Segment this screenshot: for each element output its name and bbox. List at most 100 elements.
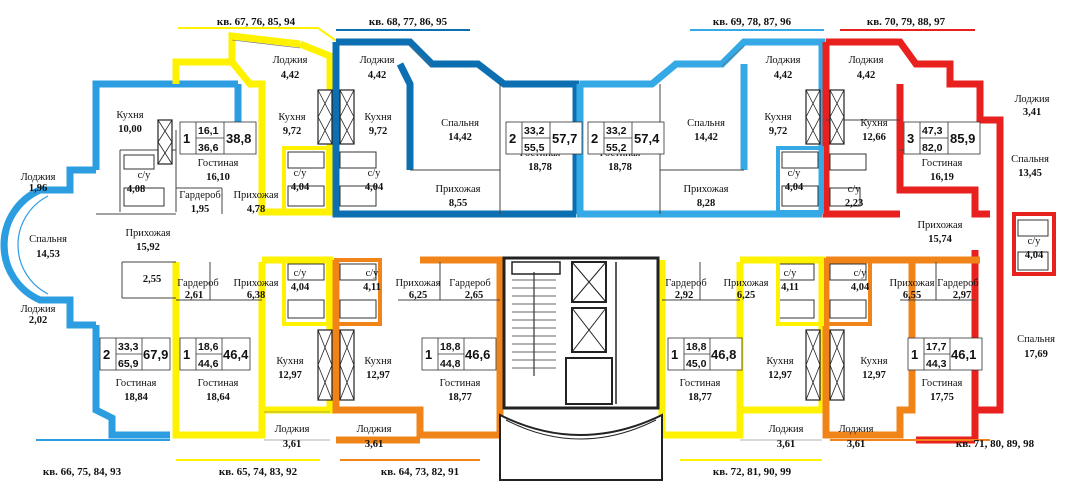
room-name: Лоджия <box>21 172 56 183</box>
apartment-label-67: кв. 67, 76, 85, 94 <box>217 16 296 28</box>
room-name: с/у <box>138 170 152 181</box>
blue-bay-window <box>5 189 41 301</box>
room-area: 3,61 <box>847 439 865 450</box>
room-area: 2,97 <box>953 290 971 301</box>
room-area: 18,84 <box>124 392 148 403</box>
room-area: 15,74 <box>928 234 952 245</box>
apartment-label-68: кв. 68, 77, 86, 95 <box>369 16 448 28</box>
room-area: 4,04 <box>291 182 310 193</box>
stairwell <box>499 256 663 481</box>
room-name: Лоджия <box>766 55 801 66</box>
room-area: 16,19 <box>930 172 954 183</box>
apartment-label-71: кв. 71, 80, 89, 98 <box>956 438 1035 450</box>
room-area: 12,66 <box>862 132 886 143</box>
room-area: 3,61 <box>777 439 795 450</box>
apartment-spec-4: 3 47,3 82,0 85,9 <box>903 121 981 155</box>
spec-usable: 36,6 <box>198 142 219 154</box>
apartment-spec-5: 2 33,3 65,9 67,9 <box>99 337 171 371</box>
room-name: Прихожая <box>889 278 934 289</box>
room-name: Прихожая <box>917 220 962 231</box>
apartment-darkblue-outline <box>332 38 580 218</box>
room-area: 18,78 <box>608 162 632 173</box>
room-name: Гостиная <box>440 378 481 389</box>
yellow-top-pointer-b <box>317 27 339 43</box>
spec-usable: 44,6 <box>198 358 219 370</box>
room-name: Прихожая <box>233 190 278 201</box>
room-name: с/у <box>784 268 798 279</box>
room-name: Прихожая <box>233 278 278 289</box>
spec-living: 17,7 <box>926 341 947 353</box>
room-area: 4,04 <box>365 182 384 193</box>
spec-usable: 55,2 <box>606 142 627 154</box>
spec-total: 46,8 <box>711 347 736 362</box>
spec-usable: 82,0 <box>922 142 943 154</box>
room-area: 18,77 <box>448 392 472 403</box>
apartment-label-64: кв. 64, 73, 82, 91 <box>381 466 459 478</box>
room-name: Кухня <box>860 356 887 367</box>
room-name: Спальня <box>1011 154 1049 165</box>
room-name: с/у <box>366 268 380 279</box>
room-area: 4,04 <box>291 282 310 293</box>
room-name: Кухня <box>116 110 143 121</box>
room-area: 17,69 <box>1024 349 1048 360</box>
room-area: 10,00 <box>118 124 142 135</box>
room-name: Кухня <box>276 356 303 367</box>
room-area: 4,11 <box>363 282 381 293</box>
room-area: 4,42 <box>857 70 875 81</box>
room-area: 2,02 <box>29 315 47 326</box>
room-name: Гардероб <box>179 190 220 201</box>
room-area: 2,92 <box>675 290 693 301</box>
spec-living: 18,6 <box>198 341 219 353</box>
room-area: 4,42 <box>368 70 386 81</box>
room-area: 3,61 <box>365 439 383 450</box>
room-area: 2,55 <box>143 274 161 285</box>
spec-rooms: 1 <box>183 131 190 146</box>
room-name: с/у <box>848 184 862 195</box>
room-name: Прихожая <box>395 278 440 289</box>
room-name: Кухня <box>764 112 791 123</box>
spec-usable: 44,3 <box>926 358 947 370</box>
spec-total: 57,4 <box>634 131 660 146</box>
room-area: 13,45 <box>1018 168 1042 179</box>
spec-living: 16,1 <box>198 125 219 137</box>
spec-total: 46,1 <box>951 347 976 362</box>
room-name: Лоджия <box>769 424 804 435</box>
spec-rooms: 2 <box>103 347 110 362</box>
room-area: 4,42 <box>281 70 299 81</box>
room-area: 12,97 <box>366 370 390 381</box>
spec-rooms: 3 <box>907 131 914 146</box>
spec-usable: 45,0 <box>686 358 707 370</box>
room-area: 18,64 <box>206 392 230 403</box>
room-area: 18,78 <box>528 162 552 173</box>
room-name: Кухня <box>860 118 887 129</box>
room-area: 2,65 <box>465 290 483 301</box>
spec-rooms: 2 <box>591 131 598 146</box>
room-name: Кухня <box>766 356 793 367</box>
spec-total: 57,7 <box>552 131 577 146</box>
apartment-spec-1: 1 16,1 36,6 38,8 <box>179 121 257 155</box>
room-name: Кухня <box>278 112 305 123</box>
apartment-label-72: кв. 72, 81, 90, 99 <box>713 466 792 478</box>
apartment-orange-bottom-right-outline <box>822 256 980 439</box>
spec-rooms: 1 <box>425 347 432 362</box>
room-name: Гостиная <box>116 378 157 389</box>
room-area: 8,28 <box>697 198 715 209</box>
room-name: с/у <box>294 168 308 179</box>
spec-total: 38,8 <box>226 131 251 146</box>
apartment-label-66: кв. 66, 75, 84, 93 <box>43 466 122 478</box>
room-area: 9,72 <box>369 126 387 137</box>
room-name: Прихожая <box>435 184 480 195</box>
room-name: Гардероб <box>177 278 218 289</box>
room-name: Лоджия <box>275 424 310 435</box>
room-area: 3,41 <box>1023 107 1041 118</box>
room-name: Гардероб <box>665 278 706 289</box>
room-name: Прихожая <box>723 278 768 289</box>
spec-total: 46,4 <box>223 347 249 362</box>
room-area: 17,75 <box>930 392 954 403</box>
room-name: Спальня <box>687 118 725 129</box>
room-area: 6,55 <box>903 290 921 301</box>
apartment-spec-8: 1 18,8 45,0 46,8 <box>667 337 743 371</box>
spec-usable: 55,5 <box>524 142 545 154</box>
spec-living: 33,3 <box>118 341 139 353</box>
